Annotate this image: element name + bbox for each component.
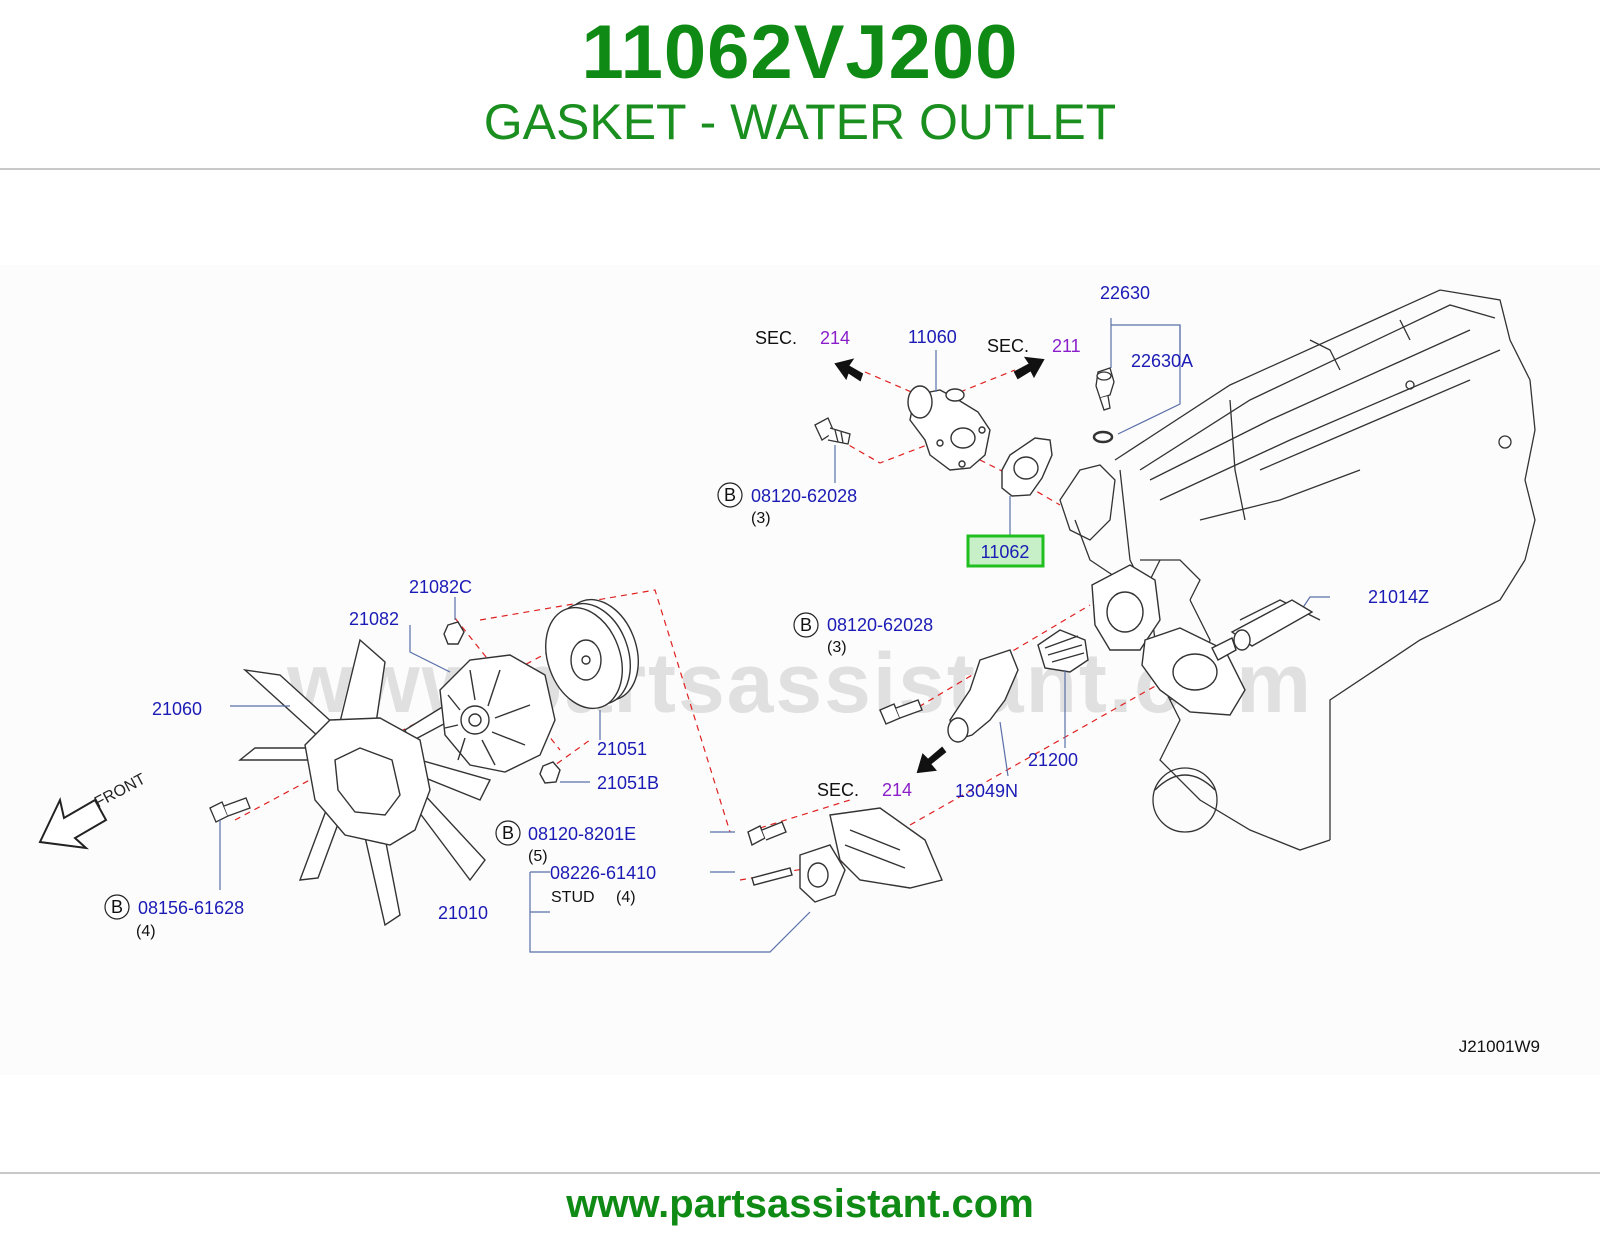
- water-pump-21010-drawing: [747, 807, 943, 903]
- bolt-08156-drawing: [209, 797, 251, 823]
- front-direction-arrow: FRONT: [38, 771, 149, 850]
- bolt-marker: B: [111, 897, 123, 917]
- callout-22630a: 22630A: [1131, 351, 1193, 371]
- callout-21051b: 21051B: [597, 773, 659, 793]
- header: 11062VJ200 GASKET - WATER OUTLET: [0, 0, 1600, 170]
- fan-clutch-21082-drawing: [439, 621, 561, 784]
- callout-13049n: 13049N: [955, 781, 1018, 801]
- sec-label: SEC.: [755, 328, 797, 348]
- part-callouts: 22630 22630A 11060 21014Z 21082C 21082 2…: [152, 283, 1429, 923]
- callout-11062: 11062: [981, 542, 1030, 562]
- thermostat-housing-assembly: [879, 564, 1314, 826]
- highlighted-part-11062[interactable]: 11062: [966, 534, 1045, 568]
- arrow-sec-214-lower: [916, 746, 947, 774]
- sec-number: 214: [820, 328, 850, 348]
- callout-21060: 21060: [152, 699, 202, 719]
- sensor-22630-drawing: [1092, 367, 1115, 444]
- sec-number: 214: [882, 780, 912, 800]
- bolt-code: 08120-8201E: [528, 824, 636, 844]
- sec-number: 211: [1052, 336, 1081, 356]
- callout-21014z: 21014Z: [1368, 587, 1429, 607]
- bolt-top-drawing: [814, 417, 851, 445]
- bolt-code: 08120-62028: [827, 615, 933, 635]
- sec-label: SEC.: [987, 336, 1029, 356]
- bolt-qty: (3): [827, 639, 847, 656]
- arrow-sec-211: [1013, 356, 1045, 380]
- sec-label: SEC.: [817, 780, 859, 800]
- callout-21082c: 21082C: [409, 577, 472, 597]
- bottom-divider: [0, 1172, 1600, 1174]
- bolt-marker: B: [800, 615, 812, 635]
- callout-21010: 21010: [438, 903, 488, 923]
- bolt-marker: B: [502, 823, 514, 843]
- bolt-qty: (4): [136, 923, 156, 940]
- bolt-code: 08120-62028: [751, 486, 857, 506]
- bolt-qty: (3): [751, 510, 771, 527]
- stud-code: 08226-61410: [550, 863, 656, 883]
- arrow-sec-214-top: [834, 358, 864, 382]
- callout-11060: 11060: [908, 327, 957, 347]
- part-name-subtitle: GASKET - WATER OUTLET: [483, 94, 1117, 150]
- part-number-title: 11062VJ200: [581, 10, 1019, 95]
- bolt-callouts: B 08120-62028 (3) B 08120-62028 (3) B 08…: [104, 482, 933, 940]
- diagram-canvas: www.partsassistant.com: [38, 283, 1540, 1056]
- parts-diagram: www.partsassistant.com: [0, 265, 1600, 1075]
- bolt-qty: (5): [528, 848, 548, 865]
- top-leader-lines: [834, 318, 1330, 613]
- callout-21051: 21051: [597, 739, 647, 759]
- gasket-11062-drawing: [1001, 437, 1053, 497]
- callout-22630: 22630: [1100, 283, 1150, 303]
- callout-21200: 21200: [1028, 750, 1078, 770]
- callout-21082: 21082: [349, 609, 399, 629]
- stud-qty: (4): [616, 889, 636, 906]
- water-outlet-assembly: [814, 356, 1115, 506]
- stud-callout: 08226-61410 STUD (4): [550, 863, 656, 906]
- stud-label: STUD: [551, 889, 595, 906]
- diagram-code: J21001W9: [1459, 1037, 1540, 1056]
- fan-and-pump-assembly: [209, 589, 943, 953]
- bolt-code: 08156-61628: [138, 898, 244, 918]
- footer-url-link[interactable]: www.partsassistant.com: [566, 1182, 1034, 1226]
- pulley-21051-drawing: [545, 598, 639, 710]
- front-label: FRONT: [92, 771, 149, 812]
- top-divider: [0, 168, 1600, 170]
- section-references: SEC. 214 SEC. 211 SEC. 214: [755, 328, 1081, 800]
- bolt-marker: B: [724, 485, 736, 505]
